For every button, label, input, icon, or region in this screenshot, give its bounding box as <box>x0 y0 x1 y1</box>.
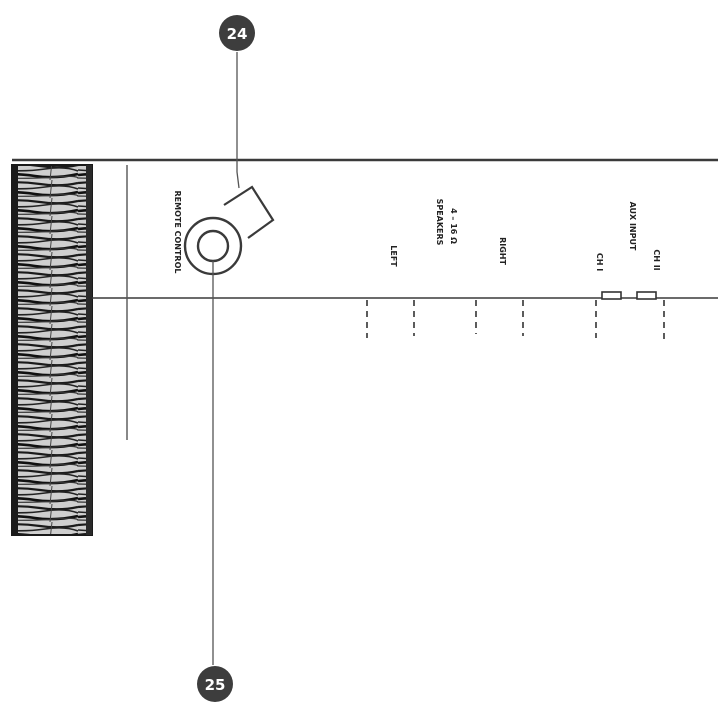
wood-side-edge <box>12 165 18 535</box>
aux-socket-ch1 <box>601 291 622 300</box>
aux-socket-ch2 <box>636 291 657 300</box>
remote-control-jack <box>183 216 243 276</box>
label-speakers-impedance: 4 – 16 Ω <box>449 208 458 244</box>
callout-24-number: 24 <box>227 25 248 43</box>
terminal-guides <box>366 300 665 340</box>
label-ch1: CH I <box>595 253 604 271</box>
label-aux-input: AUX INPUT <box>628 202 637 251</box>
label-remote-control: REMOTE CONTROL <box>173 191 182 274</box>
wood-side-edge-right <box>86 165 92 535</box>
label-ch2: CH II <box>652 249 661 270</box>
label-speakers: SPEAKERS <box>435 199 444 246</box>
callout-25: 25 <box>197 666 233 702</box>
label-left: LEFT <box>389 245 398 267</box>
callout-25-number: 25 <box>205 676 226 694</box>
callout-24-leader <box>236 52 240 189</box>
callout-24: 24 <box>219 15 255 51</box>
wood-side-panel <box>11 164 93 536</box>
label-right: RIGHT <box>498 237 507 265</box>
remote-control-connector-tab <box>223 185 275 239</box>
